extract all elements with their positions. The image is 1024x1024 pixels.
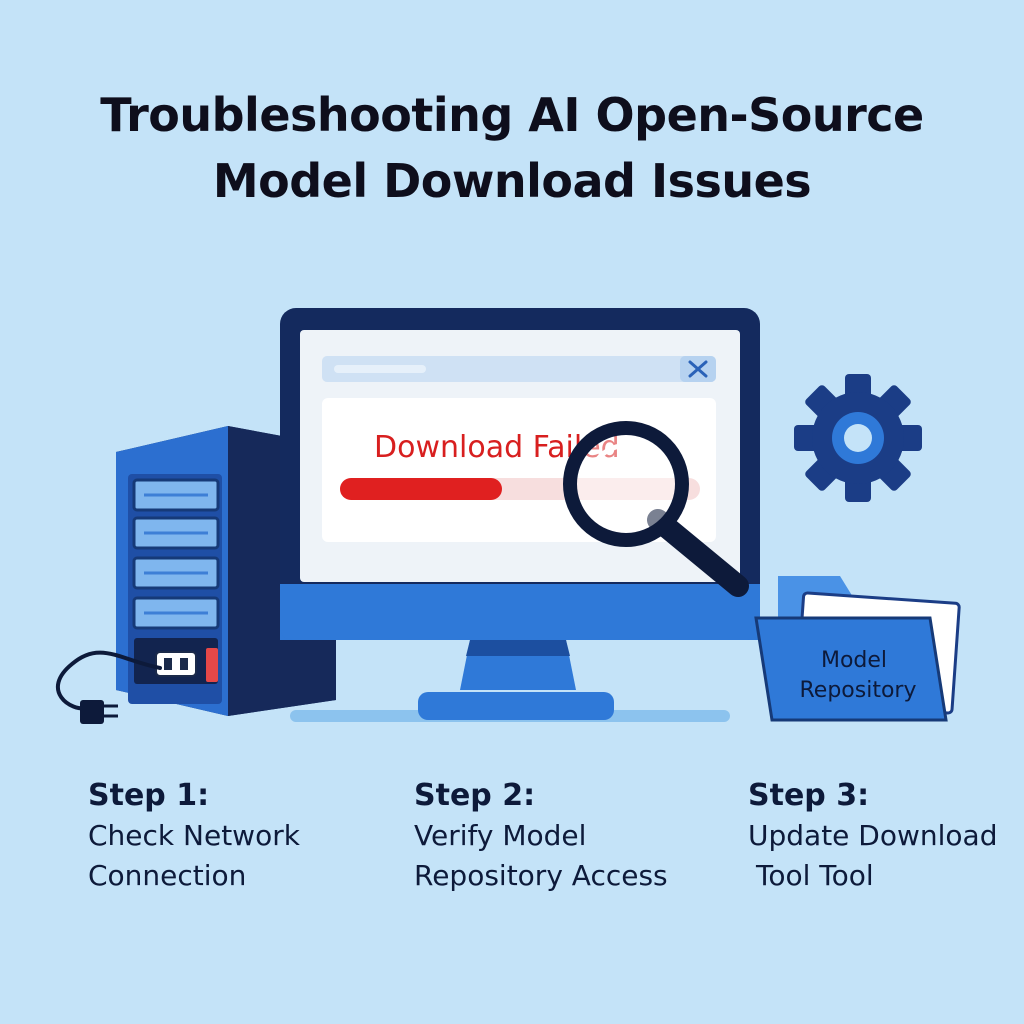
magnifier-icon (563, 421, 749, 597)
step-description: Update Download Tool Tool (748, 816, 997, 896)
step-description: Verify Model Repository Access (414, 816, 668, 896)
page-title-line-1: Troubleshooting AI Open-Source (100, 88, 924, 142)
folder-icon (754, 576, 961, 722)
address-bar-text (334, 365, 426, 373)
step-description: Check Network Connection (88, 816, 300, 896)
step-3: Step 3: Update Download Tool Tool (748, 776, 997, 896)
power-plug-icon (55, 650, 197, 724)
step-label: Step 3: (748, 778, 870, 813)
folder-label-line-1: Model (821, 648, 887, 673)
step-description-line-2: Repository Access (414, 859, 668, 892)
step-description-line-1: Update Download (748, 819, 998, 852)
step-description-line-1: Verify Model (414, 819, 587, 852)
close-icon[interactable] (680, 356, 716, 382)
folder-label-line-2: Repository (800, 678, 917, 703)
step-label: Step 1: (88, 778, 210, 813)
address-bar (322, 356, 716, 382)
step-description-line-2: Tool Tool (756, 859, 874, 892)
gear-icon (794, 374, 922, 502)
page-title-line-2: Model Download Issues (212, 154, 812, 208)
step-1: Step 1: Check Network Connection (88, 776, 300, 896)
step-label: Step 2: (414, 778, 536, 813)
step-description-line-1: Check Network (88, 819, 300, 852)
step-description-line-2: Connection (88, 859, 247, 892)
progress-fill (340, 478, 502, 500)
progress-bar (340, 478, 700, 500)
step-2: Step 2: Verify Model Repository Access (414, 776, 668, 896)
